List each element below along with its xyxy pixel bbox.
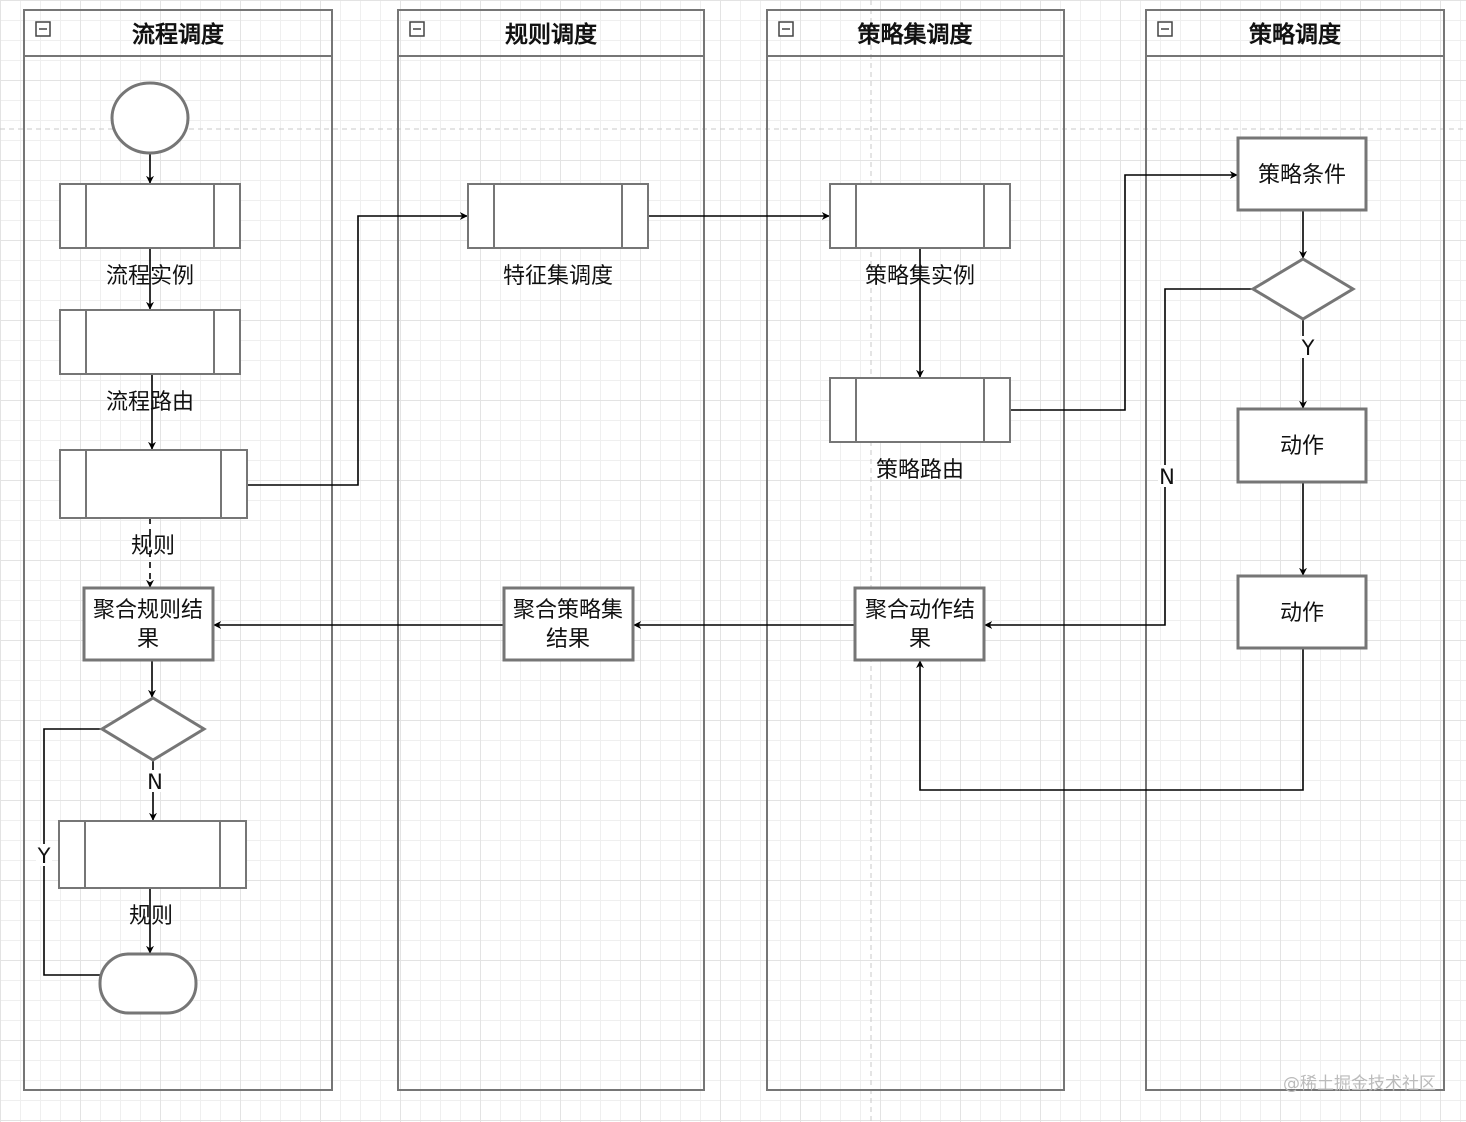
lane-flow[interactable]: 流程调度 (23, 9, 333, 1091)
process-flow-route[interactable] (59, 309, 241, 375)
edge-label-strategy-n: N (1159, 465, 1175, 489)
edge-label-bg (1300, 336, 1316, 358)
lane-rule[interactable]: 规则调度 (397, 9, 705, 1091)
action-node-1[interactable] (1236, 407, 1368, 484)
agg-rule-node[interactable] (82, 586, 215, 662)
edge-label-strategy-y: Y (1301, 336, 1315, 360)
edge-action2-to-agg-action[interactable] (916, 648, 1304, 791)
collapse-icon[interactable] (409, 21, 425, 37)
label-rule-2: 规则 (129, 904, 173, 929)
edge-route-to-condition[interactable] (1010, 171, 1238, 411)
label-feature-set: 特征集调度 (503, 264, 613, 289)
label-action-1: 动作 (1280, 434, 1324, 459)
label-flow-route: 流程路由 (106, 390, 194, 415)
end-node[interactable] (98, 952, 198, 1015)
decision-strategy[interactable] (1250, 257, 1356, 321)
agg-action-node[interactable] (853, 586, 986, 662)
label-agg-rule-line1: 聚合规则结 (93, 598, 203, 623)
edge-label-flow-n: N (147, 770, 163, 794)
decision-flow[interactable] (99, 696, 207, 762)
label-agg-strategy-set-line1: 聚合策略集 (513, 598, 623, 623)
collapse-icon[interactable] (35, 21, 51, 37)
lane-title-strategy-set: 策略集调度 (858, 21, 974, 48)
action-node-2[interactable] (1236, 574, 1368, 650)
label-strategy-set-instance: 策略集实例 (865, 264, 975, 289)
label-agg-strategy-set-line2: 结果 (546, 627, 590, 652)
process-rule-1[interactable] (59, 449, 248, 519)
edge-rule-to-feature-set[interactable] (247, 212, 468, 486)
label-flow-instance: 流程实例 (106, 264, 194, 289)
edge-label-bg (36, 844, 52, 866)
start-node[interactable] (110, 81, 190, 155)
label-rule-1: 规则 (131, 534, 175, 559)
edges (43, 153, 1307, 979)
label-strategy-route: 策略路由 (876, 458, 964, 483)
collapse-icon[interactable] (778, 21, 794, 37)
strategy-condition-node[interactable] (1236, 136, 1368, 212)
label-agg-rule-line2: 果 (137, 627, 159, 652)
edge-label-bg (146, 770, 162, 792)
lane-strategy[interactable]: 策略调度 (1145, 9, 1445, 1091)
lane-title-strategy: 策略调度 (1249, 21, 1342, 48)
process-flow-instance[interactable] (59, 183, 241, 249)
collapse-icon[interactable] (1157, 21, 1173, 37)
label-action-2: 动作 (1280, 601, 1324, 626)
lane-title-flow: 流程调度 (132, 21, 225, 48)
process-strategy-set-instance[interactable] (829, 183, 1011, 249)
edge-decision-n-to-agg-action[interactable] (984, 288, 1253, 629)
watermark: @稀土掘金技术社区 (1283, 1074, 1436, 1094)
edge-label-flow-y: Y (37, 844, 51, 868)
lane-strategy-set[interactable]: 策略集调度 (766, 9, 1065, 1091)
label-agg-action-line2: 果 (909, 627, 931, 652)
process-rule-2[interactable] (58, 820, 247, 889)
edge-label-bg (1158, 465, 1175, 487)
label-strategy-condition: 策略条件 (1258, 163, 1346, 188)
process-strategy-route[interactable] (829, 377, 1011, 443)
agg-strategy-set-node[interactable] (502, 586, 635, 662)
label-agg-action-line1: 聚合动作结 (865, 598, 975, 623)
lane-title-rule: 规则调度 (505, 21, 598, 48)
process-feature-set[interactable] (467, 183, 649, 249)
